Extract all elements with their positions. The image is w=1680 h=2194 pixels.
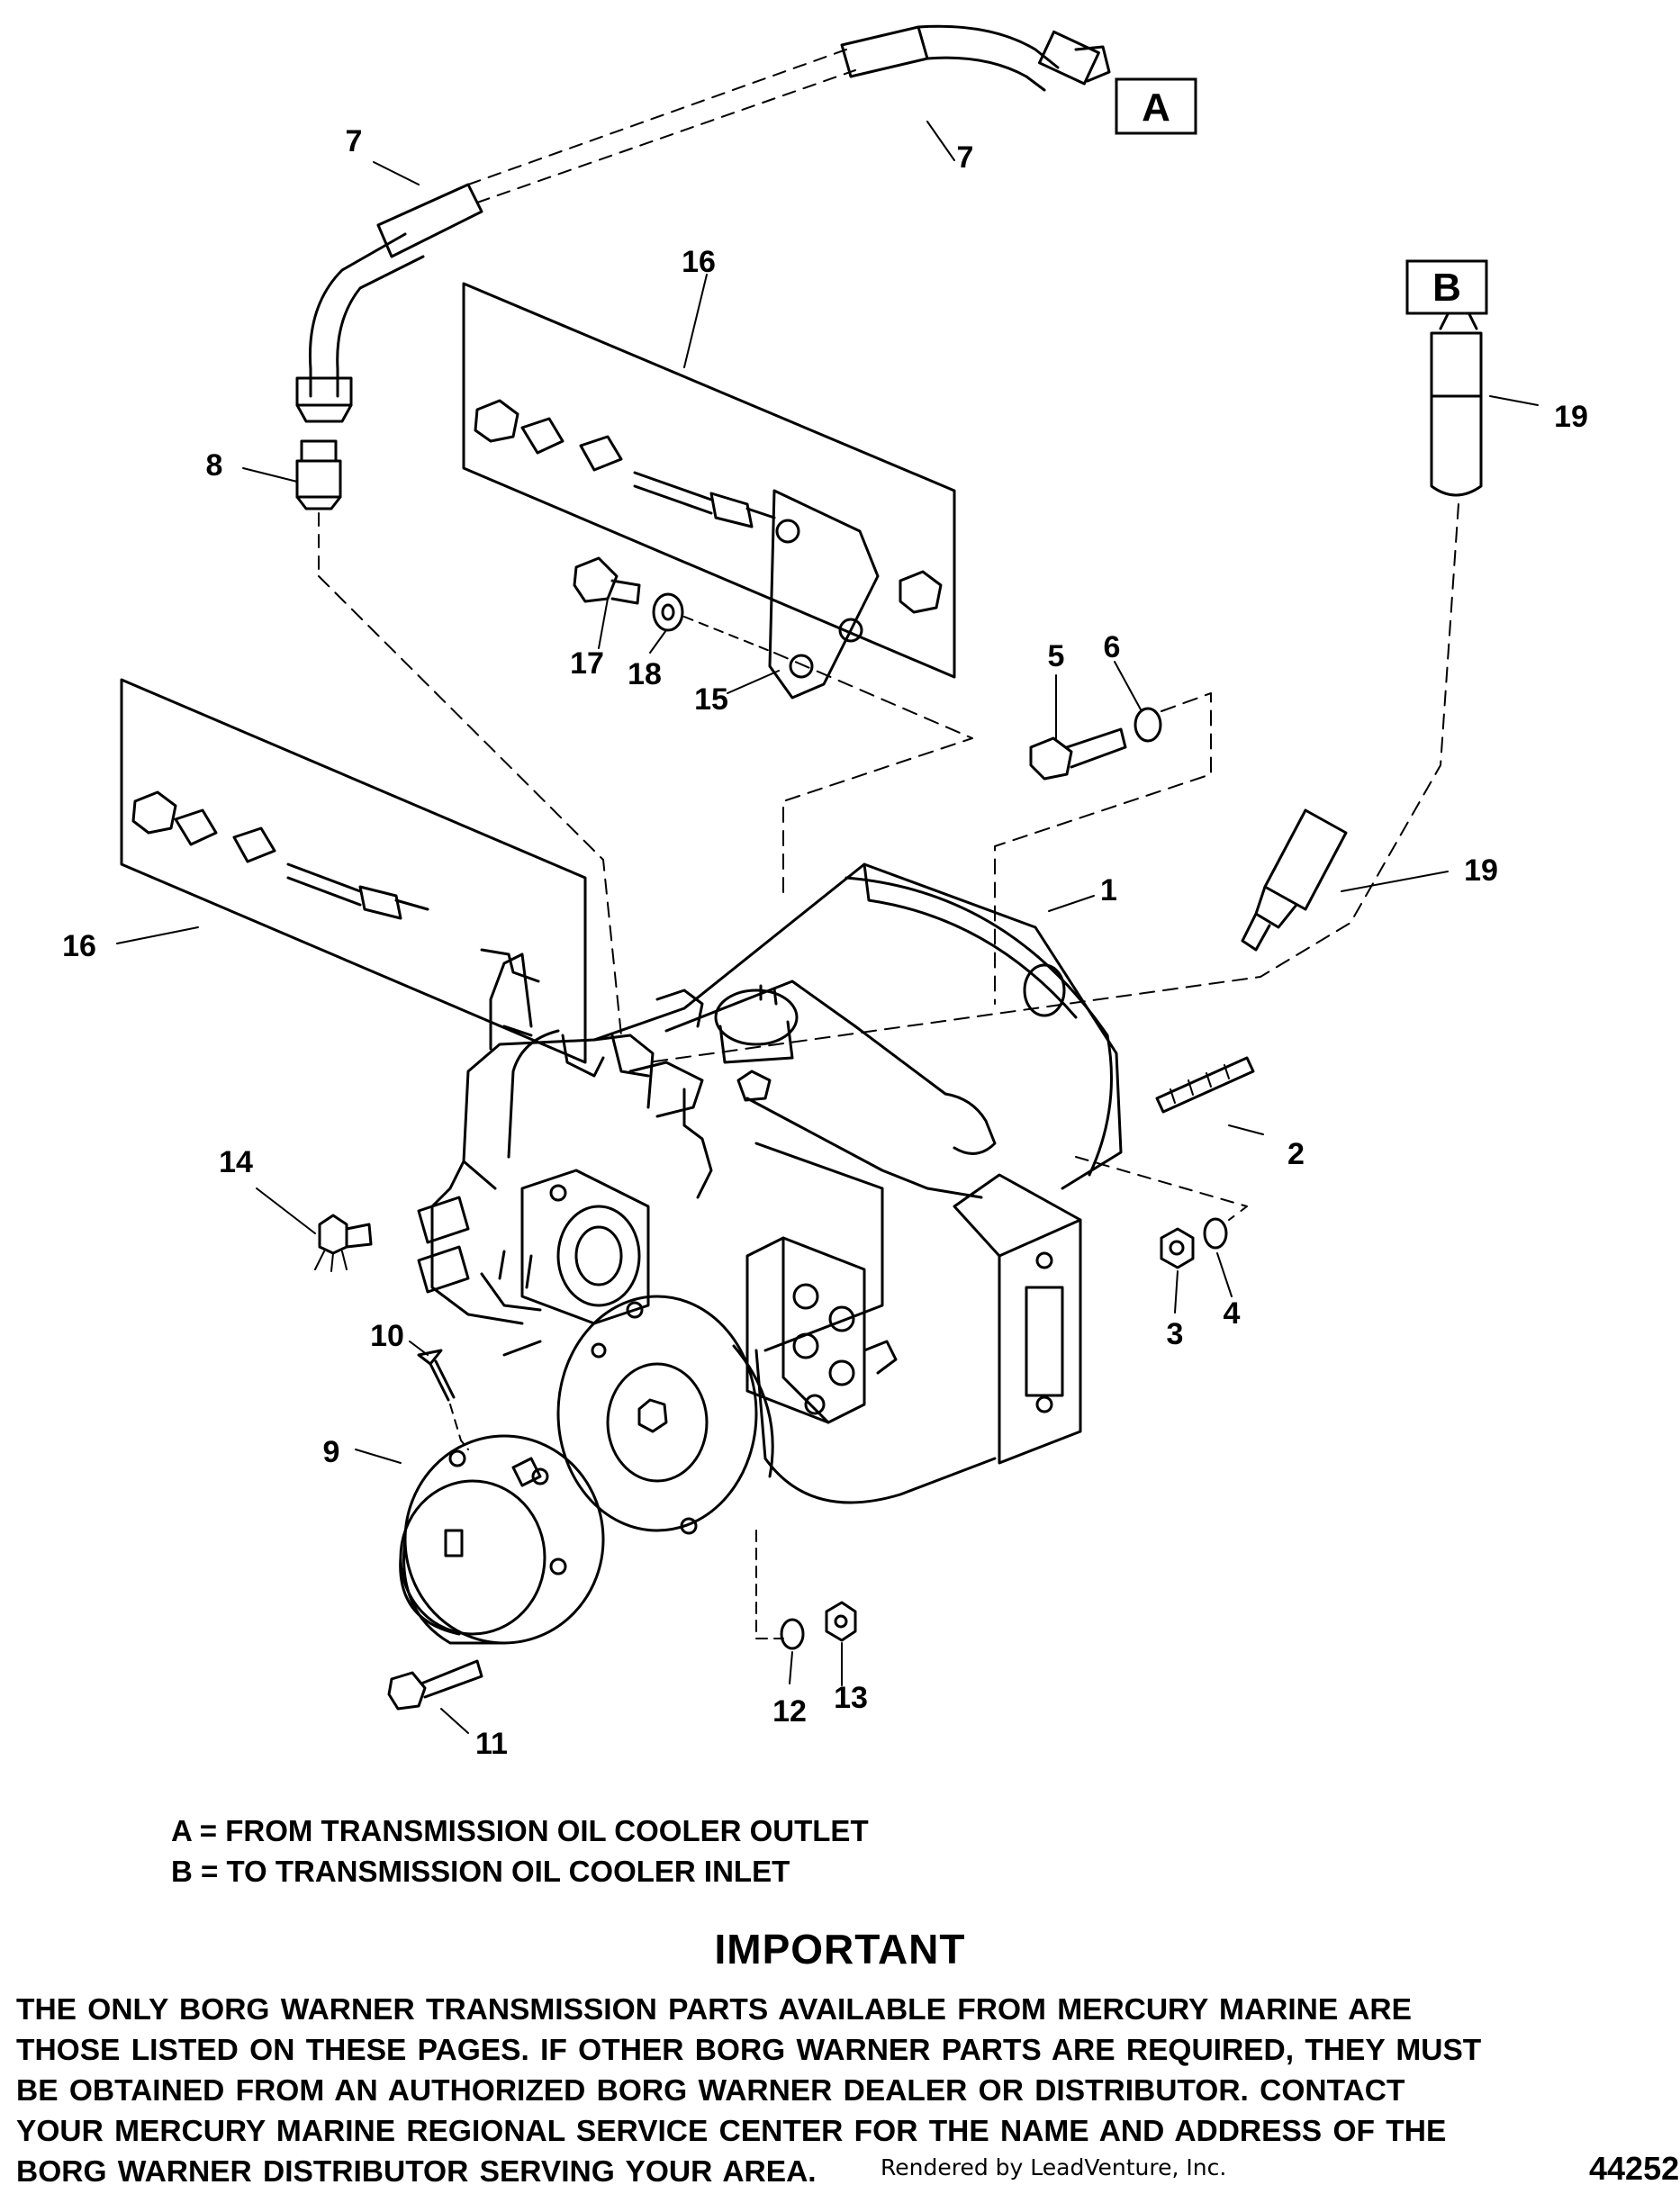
callout-13: 13	[834, 1681, 868, 1715]
callout-10: 10	[370, 1319, 404, 1353]
callout-11: 11	[475, 1727, 508, 1761]
part-4-lockwasher	[1203, 1217, 1228, 1250]
part-19-sender-lower	[1241, 808, 1348, 952]
important-title: IMPORTANT	[714, 1926, 966, 1973]
rendered-by-credit: Rendered by LeadVenture, Inc.	[881, 2154, 1227, 2180]
part-6-lockwasher	[1134, 707, 1162, 743]
part-19-sender-upper	[647, 309, 1483, 1063]
callout-15: 15	[694, 682, 728, 717]
notice-line: YOUR MERCURY MARINE REGIONAL SERVICE CEN…	[16, 2115, 1447, 2148]
callout-5: 5	[1048, 639, 1065, 673]
legend-a: A = FROM TRANSMISSION OIL COOLER OUTLET	[171, 1814, 869, 1847]
callout-numbers: 1 2 3 4 5 6 7 7 8 9 10 11 12 13 14 15 16…	[62, 124, 1588, 1761]
connection-box-a-label: A	[1142, 86, 1170, 130]
part-14-sender	[314, 1214, 373, 1272]
callout-16a: 16	[682, 245, 716, 279]
part-2-stud	[1155, 1056, 1255, 1114]
part-18-washer	[652, 592, 775, 654]
notice-line: BE OBTAINED FROM AN AUTHORIZED BORG WARN…	[16, 2074, 1405, 2108]
callout-2: 2	[1287, 1137, 1305, 1171]
mounting-kit-panel-upper	[462, 282, 956, 700]
callout-9: 9	[323, 1435, 340, 1469]
notice-line: THE ONLY BORG WARNER TRANSMISSION PARTS …	[16, 1993, 1412, 2027]
callout-6: 6	[1104, 630, 1121, 664]
part-11-bolt	[387, 1659, 483, 1711]
callout-4: 4	[1224, 1296, 1241, 1331]
connection-box-a: A	[1115, 77, 1197, 135]
connection-box-b-label: B	[1432, 266, 1461, 310]
callout-19a: 19	[1554, 400, 1588, 434]
mounting-kit-panel-lower	[120, 678, 587, 1064]
legend-b: B = TO TRANSMISSION OIL COOLER INLET	[171, 1855, 790, 1888]
callout-7a: 7	[346, 124, 363, 158]
callout-1: 1	[1100, 873, 1117, 907]
part-5-bolt	[1029, 727, 1127, 781]
part-17-bolt	[573, 556, 641, 605]
part-3-nut	[1160, 1227, 1195, 1269]
part-8-fitting	[295, 439, 622, 1036]
callout-16b: 16	[62, 929, 96, 963]
callout-17: 17	[570, 646, 604, 681]
diagram-id: 44252	[1589, 2150, 1680, 2187]
callout-3: 3	[1167, 1317, 1184, 1351]
callout-14: 14	[219, 1145, 253, 1179]
part-13-nut	[825, 1601, 857, 1642]
important-notice-body: THE ONLY BORG WARNER TRANSMISSION PARTS …	[16, 1990, 1603, 2192]
transmission-housing	[417, 862, 1123, 1535]
callout-18: 18	[628, 657, 662, 691]
part-7-hose-assembly	[295, 24, 1111, 423]
notice-line: THOSE LISTED ON THESE PAGES. IF OTHER BO…	[16, 2034, 1482, 2067]
callout-8: 8	[206, 448, 223, 483]
part-10-screw	[417, 1349, 469, 1450]
notice-line: BORG WARNER DISTRIBUTOR SERVING YOUR ARE…	[16, 2155, 817, 2189]
callout-12: 12	[772, 1694, 807, 1729]
connection-box-b: B	[1405, 259, 1488, 315]
leader-lines	[116, 121, 1539, 1734]
part-12-lockwasher	[780, 1618, 805, 1650]
callout-7b: 7	[957, 140, 974, 175]
callout-19b: 19	[1464, 853, 1498, 888]
part-9-coupling	[399, 1434, 605, 1645]
